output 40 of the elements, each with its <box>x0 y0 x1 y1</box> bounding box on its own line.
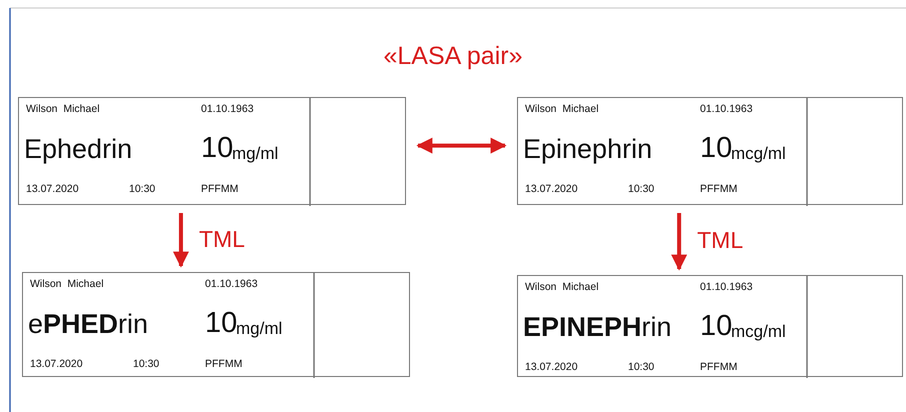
ward-code: PFFMM <box>700 362 738 372</box>
label-date: 13.07.2020 <box>525 184 578 194</box>
dose-value: 10 <box>205 309 238 338</box>
drug-name: EPINEPHrin <box>523 314 672 341</box>
label-time: 10:30 <box>628 184 654 194</box>
patient-name: Wilson Michael <box>26 104 100 114</box>
birth-date: 01.10.1963 <box>700 104 753 114</box>
label-time: 10:30 <box>133 359 160 370</box>
arrow <box>416 138 507 154</box>
drug-name: ePHEDrin <box>28 311 148 338</box>
dose-value: 10 <box>700 134 732 163</box>
dose-unit: mcg/ml <box>731 323 786 340</box>
birth-date: 01.10.1963 <box>700 282 753 292</box>
ward-code: PFFMM <box>205 359 242 370</box>
patient-name: Wilson Michael <box>30 279 104 290</box>
arrow <box>671 213 688 271</box>
dose-value: 10 <box>700 312 732 341</box>
medication-label <box>517 97 903 205</box>
arrow <box>172 213 189 268</box>
birth-date: 01.10.1963 <box>205 279 258 290</box>
drug-name: Epinephrin <box>523 136 652 163</box>
patient-name: Wilson Michael <box>525 104 599 114</box>
dose-unit: mg/ml <box>236 320 282 337</box>
dose-value: 10 <box>201 134 234 163</box>
ward-code: PFFMM <box>700 184 738 194</box>
dose-unit: mcg/ml <box>731 145 786 162</box>
ward-code: PFFMM <box>201 184 238 194</box>
medication-label <box>18 97 406 205</box>
birth-date: 01.10.1963 <box>201 104 254 114</box>
title: «LASA pair» <box>382 42 524 71</box>
medication-label <box>517 275 903 377</box>
drug-name: Ephedrin <box>24 136 132 163</box>
patient-name: Wilson Michael <box>525 282 599 292</box>
label-time: 10:30 <box>129 184 156 194</box>
dose-unit: mg/ml <box>232 145 278 162</box>
label-date: 13.07.2020 <box>525 362 578 372</box>
medication-label <box>22 272 410 377</box>
label-date: 13.07.2020 <box>30 359 83 370</box>
label-date: 13.07.2020 <box>26 184 79 194</box>
label-time: 10:30 <box>628 362 654 372</box>
